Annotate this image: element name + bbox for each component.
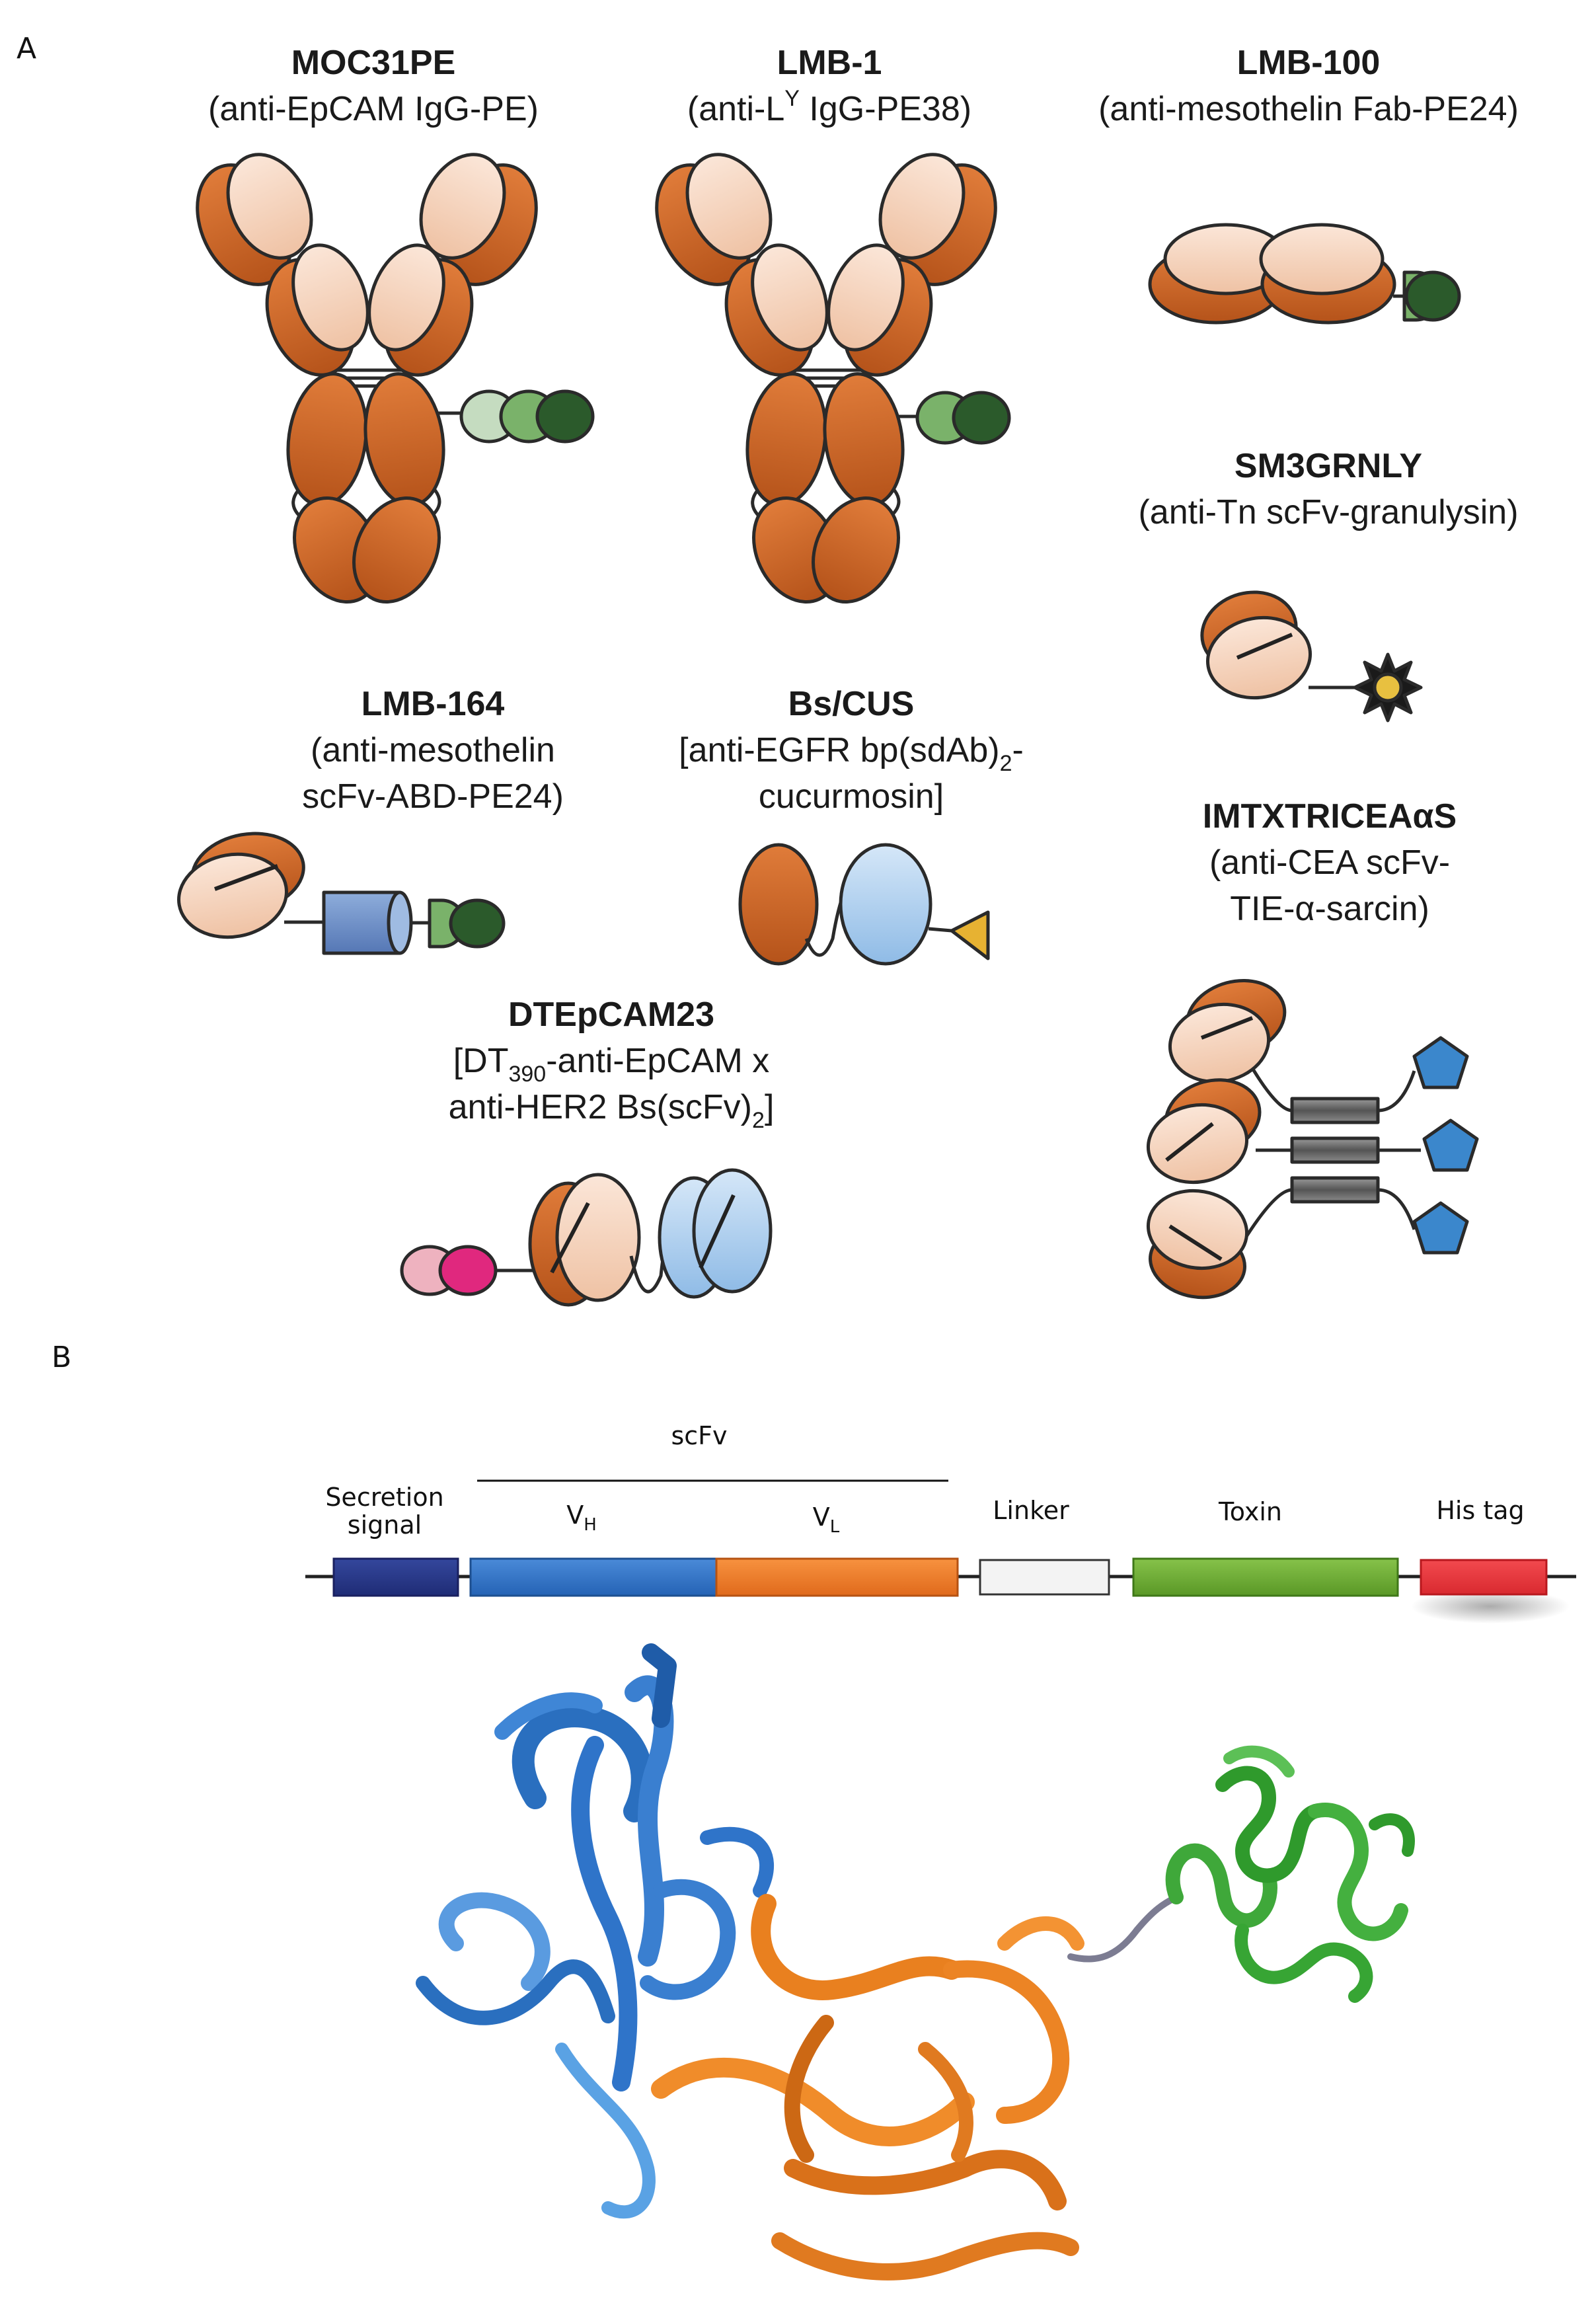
segment-vh-label: VH [566,1501,597,1535]
moc31pe-diagram [196,153,595,604]
bscus-desc-pre: [anti-EGFR bp(sdAb) [679,731,1000,769]
moc31pe-toxin-domain-1 [535,389,595,444]
sm3grnly-caption: SM3GRNLY (anti-Tn scFv-granulysin) [1138,447,1518,531]
segment-vl [715,1557,959,1597]
segment-toxin-label: Toxin [1218,1497,1282,1526]
imtx-title: IMTXTRICEAαS [1203,797,1457,836]
bscus-desc-1: [anti-EGFR bp(sdAb)2- [679,731,1024,776]
lmb1-desc: (anti-LY IgG-PE38) [687,86,971,128]
segment-linker-label: Linker [993,1496,1069,1525]
structure-vl-domain [651,1894,1084,2281]
lmb1-desc-sup: Y [784,86,800,111]
bscus-desc-2: cucurmosin] [759,777,944,816]
segment-vl-sub: L [830,1517,840,1537]
dtepcam23-desc1-post: -anti-EpCAM x [546,1042,769,1080]
panel-label-b: B [52,1341,71,1374]
bscus-title: Bs/CUS [788,685,915,723]
imtx-sarcin-pentagon-1 [1412,1036,1469,1089]
segment-linker [979,1559,1110,1596]
lmb164-desc-1: (anti-mesothelin [311,731,555,769]
dtepcam23-diagram [400,1168,773,1307]
dtepcam23-desc1-sub: 390 [508,1062,546,1087]
bscus-diagram [738,843,990,966]
dtepcam23-title: DTEpCAM23 [508,996,714,1034]
lmb100-toxin-domain-1 [1404,270,1461,322]
lmb100-diagram [1148,223,1461,325]
sm3grnly-diagram [1200,590,1423,723]
bscus-caption: Bs/CUS [anti-EGFR bp(sdAb)2- cucurmosin] [679,685,1024,816]
structure-vh-domain [416,1643,774,2219]
lmb164-diagram [177,832,506,955]
segment-secretion-label-2: signal [348,1510,422,1540]
structure-linker [1067,1894,1180,1963]
bscus-desc-post: - [1012,731,1024,769]
bscus-sdab-blue [839,843,932,966]
structure-toxin-domain [1165,1745,1415,2003]
dtepcam23-desc2-pre: anti-HER2 Bs(scFv) [449,1088,752,1126]
imtx-sarcin-pentagon-3 [1412,1201,1469,1255]
protein-structure-render [416,1643,1415,2281]
lmb164-title: LMB-164 [361,685,505,723]
lmb164-toxin-domain-1 [449,898,506,949]
imtx-sarcin-pentagon-2 [1422,1118,1479,1172]
lmb1-title: LMB-1 [777,44,882,82]
bscus-desc-sub: 2 [1000,751,1012,776]
segment-vh-letter: V [566,1501,584,1530]
segment-toxin [1132,1557,1399,1597]
segment-vh-sub: H [584,1515,597,1535]
segment-secretion-signal [332,1557,459,1597]
scfv-group-label: scFv [671,1421,727,1450]
construct-diagram: scFv Secretion signal VH VL Linker Toxin… [305,1421,1576,1623]
dtepcam23-desc-2: anti-HER2 Bs(scFv)2] [449,1088,775,1133]
lmb1-desc-pre: (anti-L [687,90,784,128]
lmb1-toxin-domain-1 [952,391,1011,445]
lmb1-desc-post: IgG-PE38) [800,90,971,128]
lmb164-desc-2: scFv-ABD-PE24) [302,777,564,816]
segment-histag [1420,1559,1548,1596]
imtx-caption: IMTXTRICEAαS (anti-CEA scFv- TIE-α-sarci… [1203,797,1457,928]
bscus-cucurmosin-triangle [950,910,990,960]
moc31pe-light-arm-right [419,153,506,260]
segment-vl-label: VL [813,1503,840,1537]
moc31pe-desc: (anti-EpCAM IgG-PE) [208,90,539,128]
segment-histag-label: His tag [1436,1496,1524,1525]
lmb164-caption: LMB-164 (anti-mesothelin scFv-ABD-PE24) [302,685,564,816]
moc31pe-title: MOC31PE [291,44,456,82]
imtx-desc-1: (anti-CEA scFv- [1209,843,1450,882]
imtx-diagram [1146,978,1479,1300]
dtepcam23-desc1-pre: [DT [453,1042,509,1080]
segment-secretion-label-1: Secretion [325,1483,443,1512]
histag-shadow [1411,1589,1570,1623]
segment-vh [469,1557,718,1597]
dtepcam23-dt-domain-b [438,1245,498,1296]
panel-label-a: A [17,32,36,65]
lmb100-desc: (anti-mesothelin Fab-PE24) [1098,90,1519,128]
dtepcam23-caption: DTEpCAM23 [DT390-anti-EpCAM x anti-HER2 … [449,996,775,1133]
moc31pe-light-arm-left [226,153,313,260]
lmb1-caption: LMB-1 (anti-LY IgG-PE38) [687,44,971,128]
lmb100-title: LMB-100 [1237,44,1381,82]
dtepcam23-desc-1: [DT390-anti-EpCAM x [453,1042,770,1087]
lmb100-caption: LMB-100 (anti-mesothelin Fab-PE24) [1098,44,1519,128]
imtx-desc-2: TIE-α-sarcin) [1230,890,1429,928]
lmb1-diagram [655,153,1011,604]
moc31pe-caption: MOC31PE (anti-EpCAM IgG-PE) [208,44,539,128]
dtepcam23-desc2-post: ] [765,1088,774,1126]
sm3grnly-title: SM3GRNLY [1235,447,1422,485]
dtepcam23-desc2-sub: 2 [752,1108,765,1133]
segment-vl-letter: V [813,1503,830,1532]
sm3grnly-desc: (anti-Tn scFv-granulysin) [1138,493,1518,531]
